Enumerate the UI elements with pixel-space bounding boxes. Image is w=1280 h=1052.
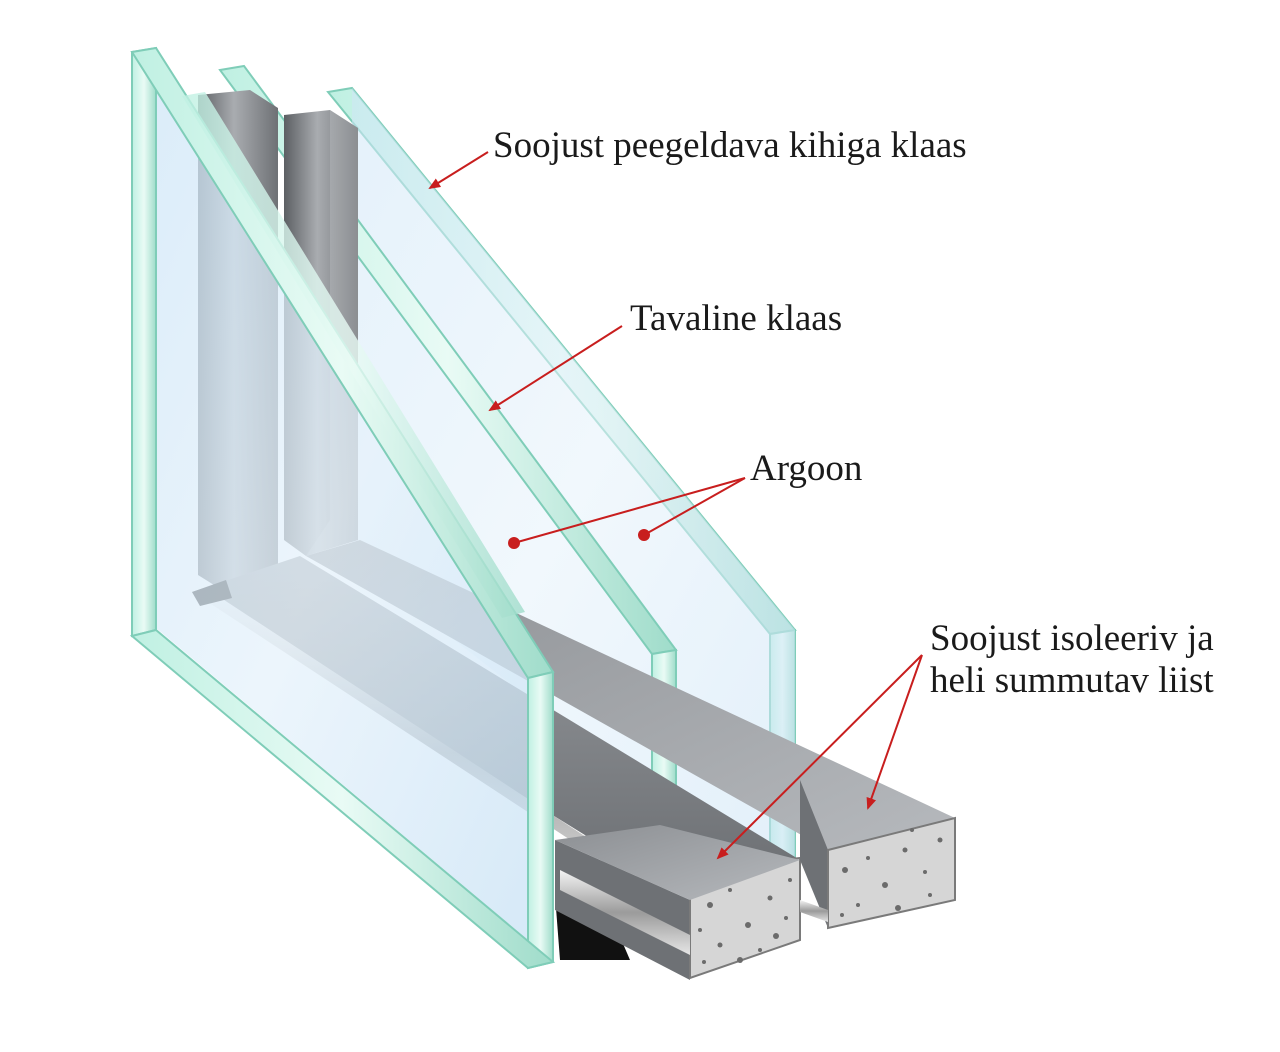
- label-plain-glass: Tavaline klaas: [630, 298, 843, 339]
- argon-dots: [508, 529, 650, 549]
- arrow-spacer-1: [716, 654, 923, 860]
- arrow-argon-1: [513, 477, 746, 544]
- front-glass-pane: [129, 46, 556, 970]
- callout-arrows: [428, 151, 923, 860]
- arrow-plain-glass: [488, 325, 623, 412]
- foam-dots-front: [698, 878, 792, 964]
- label-spacer-line2: heli summutav liist: [930, 660, 1214, 701]
- label-low-e-glass: Soojust peegeldava kihiga klaas: [493, 125, 967, 166]
- spacer-bar-back-end: [800, 780, 956, 930]
- label-argon: Argoon: [750, 448, 863, 489]
- label-spacer-bar: Soojust isoleeriv ja heli summutav liist: [930, 618, 1214, 702]
- spacer-bar-front-end: [555, 825, 801, 980]
- arrow-spacer-2: [866, 654, 923, 810]
- arrow-argon-2: [643, 477, 746, 536]
- chrome-strip: [560, 870, 828, 955]
- arrow-low-e-glass: [428, 151, 489, 190]
- label-spacer-line1: Soojust isoleeriv ja: [930, 618, 1214, 659]
- foam-dots-back: [840, 828, 943, 917]
